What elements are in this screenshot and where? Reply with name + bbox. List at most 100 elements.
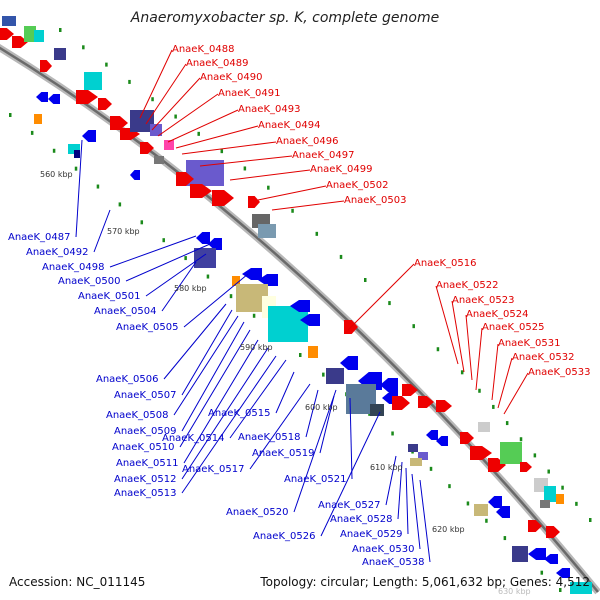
gene-label[interactable]: AnaeK_0533 (528, 367, 590, 378)
gene-label[interactable]: AnaeK_0503 (344, 195, 406, 206)
gene-label[interactable]: AnaeK_0490 (200, 72, 262, 83)
leader-line (125, 243, 211, 282)
gene-label[interactable]: AnaeK_0497 (292, 150, 354, 161)
tick-mark (267, 185, 270, 190)
leader-line (435, 285, 459, 365)
gene-label[interactable]: AnaeK_0491 (218, 88, 280, 99)
gene-label[interactable]: AnaeK_0498 (42, 262, 104, 273)
tick-mark (52, 148, 56, 153)
tick-mark (388, 301, 391, 306)
gene-label[interactable]: AnaeK_0493 (238, 104, 300, 115)
gene-label[interactable]: AnaeK_0513 (114, 488, 176, 499)
tick-mark (429, 466, 433, 471)
gene-label[interactable]: AnaeK_0526 (253, 531, 315, 542)
kbp-scale-label: 580 kbp (174, 284, 207, 293)
gene-label[interactable]: AnaeK_0522 (436, 280, 498, 291)
gene-label[interactable]: AnaeK_0529 (340, 529, 402, 540)
reverse-gene-arrow (196, 232, 210, 244)
forward-gene-arrow (212, 190, 234, 206)
gene-block-purple (54, 48, 66, 60)
gene-label[interactable]: AnaeK_0528 (330, 514, 392, 525)
gene-label[interactable]: AnaeK_0516 (414, 258, 476, 269)
gene-label[interactable]: AnaeK_0496 (276, 136, 338, 147)
forward-gene-arrow (402, 384, 418, 396)
leader-line (181, 321, 245, 432)
gene-label[interactable]: AnaeK_0530 (352, 544, 414, 555)
reverse-gene-arrow (488, 496, 502, 508)
gene-label[interactable]: AnaeK_0489 (186, 58, 248, 69)
gene-label[interactable]: AnaeK_0524 (466, 309, 528, 320)
gene-label[interactable]: AnaeK_0488 (172, 44, 234, 55)
gene-label[interactable]: AnaeK_0527 (318, 500, 380, 511)
gene-label[interactable]: AnaeK_0494 (258, 120, 320, 131)
gene-label[interactable]: AnaeK_0499 (310, 164, 372, 175)
gene-label[interactable]: AnaeK_0509 (114, 426, 176, 437)
tick-mark (505, 421, 509, 426)
gene-block-cyan (84, 72, 102, 90)
forward-gene-arrow (418, 396, 434, 408)
gene-block-navy (74, 150, 80, 158)
gene-block-blue (2, 16, 16, 26)
gene-label[interactable]: AnaeK_0523 (452, 295, 514, 306)
gene-label[interactable]: AnaeK_0514 (162, 433, 224, 444)
gene-label[interactable]: AnaeK_0507 (114, 390, 176, 401)
tick-mark (105, 62, 108, 67)
tick-mark (448, 484, 451, 489)
leader-line (181, 309, 233, 396)
gene-label[interactable]: AnaeK_0510 (112, 442, 174, 453)
label-leader-lines (75, 49, 529, 563)
gene-label[interactable]: AnaeK_0512 (114, 474, 176, 485)
gene-label[interactable]: AnaeK_0518 (238, 432, 300, 443)
reverse-gene-arrow (436, 436, 448, 446)
hypothetical-gene-block (500, 442, 522, 464)
gene-label[interactable]: AnaeK_0487 (8, 232, 70, 243)
gene-label[interactable]: AnaeK_0538 (362, 557, 424, 568)
leader-line (397, 461, 403, 520)
leader-line (183, 273, 249, 328)
kbp-scale-label: 620 kbp (432, 525, 465, 534)
leader-line (305, 389, 319, 438)
gene-label[interactable]: AnaeK_0492 (26, 247, 88, 258)
tick-mark (59, 28, 62, 32)
gene-label[interactable]: AnaeK_0505 (116, 322, 178, 333)
tick-mark (252, 313, 256, 318)
kbp-scale-label: 590 kbp (240, 343, 273, 352)
reverse-gene-arrow (258, 274, 278, 286)
forward-gene-arrow (40, 60, 52, 72)
leader-line (157, 93, 219, 137)
gene-label[interactable]: AnaeK_0508 (106, 410, 168, 421)
gene-label[interactable]: AnaeK_0525 (482, 322, 544, 333)
gene-label[interactable]: AnaeK_0504 (94, 306, 156, 317)
leader-line (109, 235, 197, 268)
gene-features (0, 16, 592, 594)
leader-line (145, 63, 187, 125)
gene-label[interactable]: AnaeK_0520 (226, 507, 288, 518)
leader-line (151, 77, 201, 131)
gene-label[interactable]: AnaeK_0511 (116, 458, 178, 469)
gene-label[interactable]: AnaeK_0521 (284, 474, 346, 485)
gene-label[interactable]: AnaeK_0515 (208, 408, 270, 419)
gene-label[interactable]: AnaeK_0506 (96, 374, 158, 385)
reverse-gene-arrow (82, 130, 96, 142)
tick-mark (162, 238, 165, 243)
gene-label[interactable]: AnaeK_0500 (58, 276, 120, 287)
gene-label[interactable]: AnaeK_0519 (252, 448, 314, 459)
gene-label[interactable]: AnaeK_0502 (326, 180, 388, 191)
genome-summary-text: Topology: circular; Length: 5,061,632 bp… (259, 575, 590, 589)
tick-mark (547, 469, 550, 474)
forward-gene-arrow (110, 116, 128, 130)
leader-line (249, 383, 311, 470)
gene-label[interactable]: AnaeK_0517 (182, 464, 244, 475)
gene-block-khaki (474, 504, 488, 516)
leader-line (173, 315, 239, 416)
leader-line (465, 314, 473, 381)
leader-line (93, 209, 111, 253)
tick-mark (206, 274, 210, 279)
gene-label[interactable]: AnaeK_0501 (78, 291, 140, 302)
tick-mark (559, 588, 562, 592)
gene-label[interactable]: AnaeK_0531 (498, 338, 560, 349)
forward-gene-arrow (0, 28, 14, 40)
leader-line (167, 109, 239, 143)
gene-label[interactable]: AnaeK_0532 (512, 352, 574, 363)
gene-block-purple (408, 444, 418, 452)
